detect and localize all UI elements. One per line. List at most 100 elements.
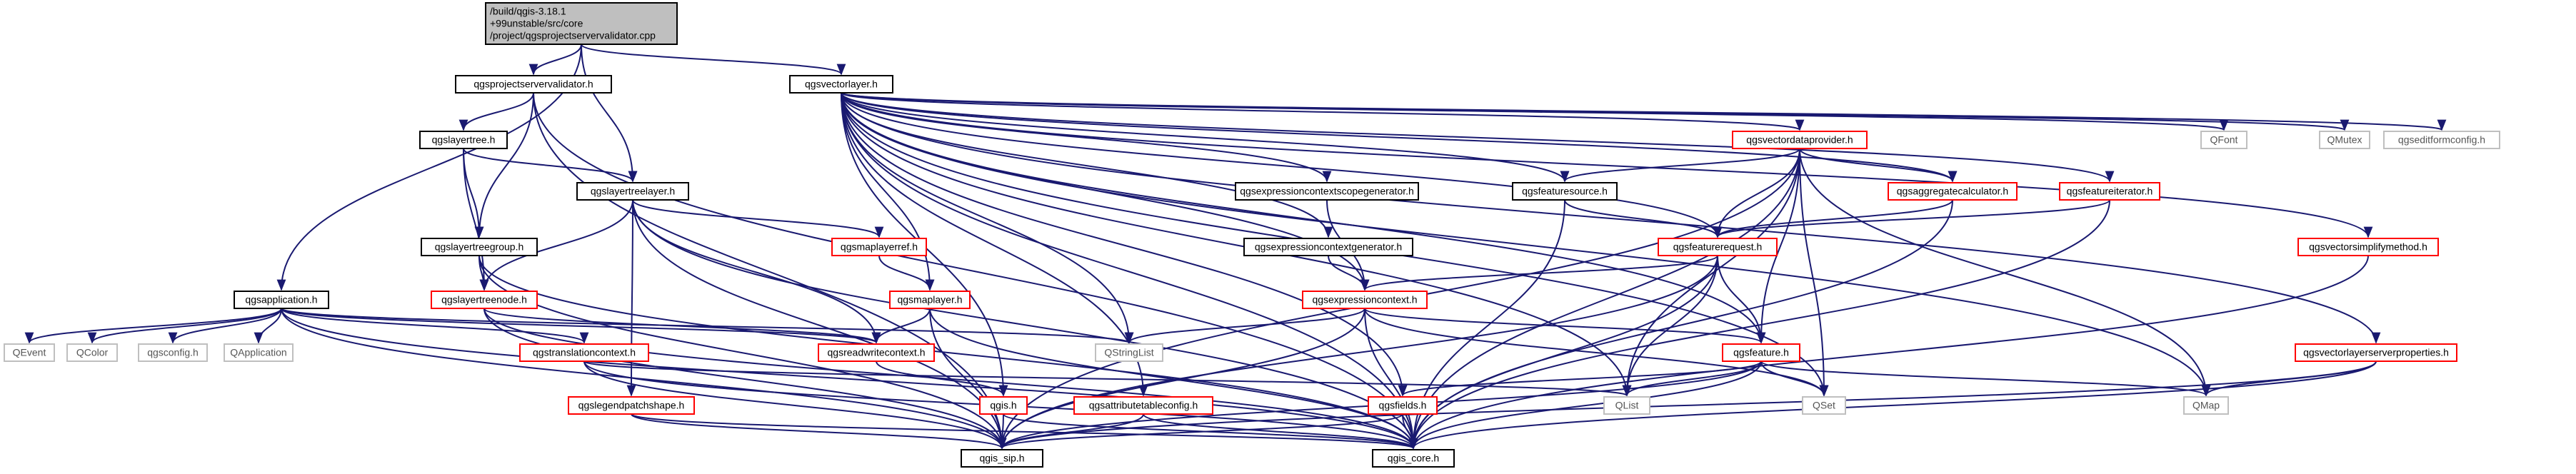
- node-box: [818, 343, 935, 362]
- edge-vl-to-efc: [841, 92, 2446, 131]
- node-box: [419, 131, 508, 149]
- edge-tc-to-sip: [583, 360, 1007, 450]
- node-project-qgsprojectservervalidator-cpp[interactable]: /build/qgis-3.18.1+99unstable/src/core/p…: [485, 2, 678, 45]
- node-label: qgsattributetableconfig.h: [1089, 400, 1198, 411]
- node-label: qgsmaplayer.h: [897, 294, 962, 306]
- node-box: [2183, 396, 2229, 415]
- node-label: qgsconfig.h: [147, 347, 199, 358]
- node-box: [1243, 238, 1413, 256]
- edge-vl-to-qmap: [841, 92, 2211, 397]
- node-qgslayertreelayer-h[interactable]: qgslayertreelayer.h: [576, 182, 689, 201]
- node-label: QApplication: [230, 347, 286, 358]
- node-qgsexpressioncontextgenerator-h[interactable]: qgsexpressioncontextgenerator.h: [1243, 238, 1413, 256]
- node-qgsfeaturerequest-h[interactable]: qgsfeaturerequest.h: [1658, 238, 1778, 256]
- node-qgslayertreegroup-h[interactable]: qgslayertreegroup.h: [421, 238, 538, 256]
- node-qgsfeature-h[interactable]: qgsfeature.h: [1722, 343, 1800, 362]
- node-label: qgis.h: [990, 400, 1016, 411]
- edge-vl-to-qlist: [841, 92, 1632, 397]
- node-qgsapplication-h[interactable]: qgsapplication.h: [234, 291, 329, 309]
- node-label: qgsfeaturesource.h: [1522, 186, 1608, 197]
- node-qgsvectorlayerserverproperties-h[interactable]: qgsvectorlayerserverproperties.h: [2295, 343, 2457, 362]
- node-box: [1372, 449, 1455, 468]
- node-box: [224, 343, 294, 362]
- edge-ec-to-core: [1364, 308, 1418, 450]
- node-qgis-sip-h[interactable]: qgis_sip.h: [961, 449, 1043, 468]
- node-label: /build/qgis-3.18.1: [490, 6, 566, 17]
- node-qgsmaplayer-h[interactable]: qgsmaplayer.h: [889, 291, 971, 309]
- edge-ec-to-qstringlist: [1124, 308, 1365, 344]
- node-box: [455, 75, 612, 94]
- edge-atc-to-sip: [997, 413, 1144, 450]
- node-qgsattributetableconfig-h[interactable]: qgsattributetableconfig.h: [1073, 396, 1213, 415]
- node-box: [2383, 131, 2500, 149]
- node-box: [1888, 182, 2018, 201]
- node-qgsvectorsimplifymethod-h[interactable]: qgsvectorsimplifymethod.h: [2297, 238, 2439, 256]
- node-box: [1368, 396, 1438, 415]
- edge-ltl-to-core: [632, 199, 1418, 450]
- node-label: qgsvectorsimplifymethod.h: [2309, 241, 2427, 253]
- node-box: [234, 291, 329, 309]
- edge-vdp-to-qlist: [1622, 148, 1800, 397]
- node-qevent: QEvent: [4, 343, 55, 362]
- edge-vdp-to-fs: [1560, 148, 1800, 183]
- edge-ltl-to-rwc: [632, 199, 881, 344]
- node-box: [1512, 182, 1618, 201]
- node-label: qgsexpressioncontextgenerator.h: [1255, 241, 1402, 253]
- edge-fr-to-feat: [1717, 255, 1766, 344]
- node-label: qgsfeaturerequest.h: [1673, 241, 1763, 253]
- node-qfont: QFont: [2200, 131, 2247, 149]
- edge-ltn-to-sip: [483, 308, 1007, 450]
- node-qgsvectorlayer-h[interactable]: qgsvectorlayer.h: [789, 75, 893, 94]
- node-qgis-h[interactable]: qgis.h: [979, 396, 1028, 415]
- edge-vdp-to-feat: [1756, 148, 1800, 344]
- node-box: [4, 343, 55, 362]
- edge-fr-to-qlist: [1622, 255, 1718, 397]
- edge-ec-to-qset: [1364, 308, 1829, 397]
- node-qgsreadwritecontext-h[interactable]: qgsreadwritecontext.h: [818, 343, 935, 362]
- node-box: [831, 238, 927, 256]
- edge-lt-to-ltg: [463, 148, 484, 238]
- edge-vdp-to-ac: [1799, 148, 1958, 183]
- node-label: QFont: [2210, 134, 2238, 146]
- edge-feat-to-qmap: [1760, 360, 2211, 397]
- edge-app-to-qevent: [24, 308, 282, 344]
- edge-app-to-sip: [281, 308, 1007, 450]
- edge-ltn-to-core: [483, 308, 1418, 450]
- node-qgsaggregatecalculator-h[interactable]: qgsaggregatecalculator.h: [1888, 182, 2018, 201]
- node-qgslayertree-h[interactable]: qgslayertree.h: [419, 131, 508, 149]
- edge-tc-to-qlist: [583, 360, 1631, 397]
- node-box: [961, 449, 1043, 468]
- edge-vl-to-vsm: [841, 92, 2373, 238]
- node-qgsvectordataprovider-h[interactable]: qgsvectordataprovider.h: [1732, 131, 1868, 149]
- node-label: qgsexpressioncontext.h: [1312, 294, 1417, 306]
- node-qgsmaplayerref-h[interactable]: qgsmaplayerref.h: [831, 238, 927, 256]
- node-qgstranslationcontext-h[interactable]: qgstranslationcontext.h: [519, 343, 649, 362]
- node-label: +99unstable/src/core: [490, 18, 583, 29]
- node-qmap: QMap: [2183, 396, 2229, 415]
- edge-vl-to-ecsg: [841, 92, 1332, 183]
- edge-vl-to-ac: [841, 92, 1958, 183]
- node-label: QList: [1615, 400, 1639, 411]
- edge-app-to-qapplication: [254, 308, 282, 344]
- node-label: qgsmaplayerref.h: [841, 241, 918, 253]
- node-qset: QSet: [1802, 396, 1846, 415]
- node-label: qgsapplication.h: [245, 294, 317, 306]
- node-box: [979, 396, 1028, 415]
- edge-vl-to-vdp: [841, 92, 1804, 131]
- node-qgsprojectservervalidator-h[interactable]: qgsprojectservervalidator.h: [455, 75, 612, 94]
- node-qgslegendpatchshape-h[interactable]: qgslegendpatchshape.h: [568, 396, 695, 415]
- node-qapplication: QApplication: [224, 343, 294, 362]
- edge-psv-to-core: [533, 92, 1418, 450]
- node-label: qgslayertreelayer.h: [591, 186, 675, 197]
- node-qgslayertreenode-h[interactable]: qgslayertreenode.h: [431, 291, 538, 309]
- node-qgsfeaturesource-h[interactable]: qgsfeaturesource.h: [1512, 182, 1618, 201]
- edge-root-to-psv: [528, 44, 582, 76]
- node-qgsfeatureiterator-h[interactable]: qgsfeatureiterator.h: [2059, 182, 2160, 201]
- node-qgsexpressioncontextscopegenerator-h[interactable]: qgsexpressioncontextscopegenerator.h: [1235, 182, 1419, 201]
- node-box: [1722, 343, 1800, 362]
- node-qgsexpressioncontext-h[interactable]: qgsexpressioncontext.h: [1302, 291, 1428, 309]
- node-qgis-core-h[interactable]: qgis_core.h: [1372, 449, 1455, 468]
- node-qgsfields-h[interactable]: qgsfields.h: [1368, 396, 1438, 415]
- edge-ltl-to-lps: [626, 199, 636, 397]
- node-label: QMutex: [2327, 134, 2362, 146]
